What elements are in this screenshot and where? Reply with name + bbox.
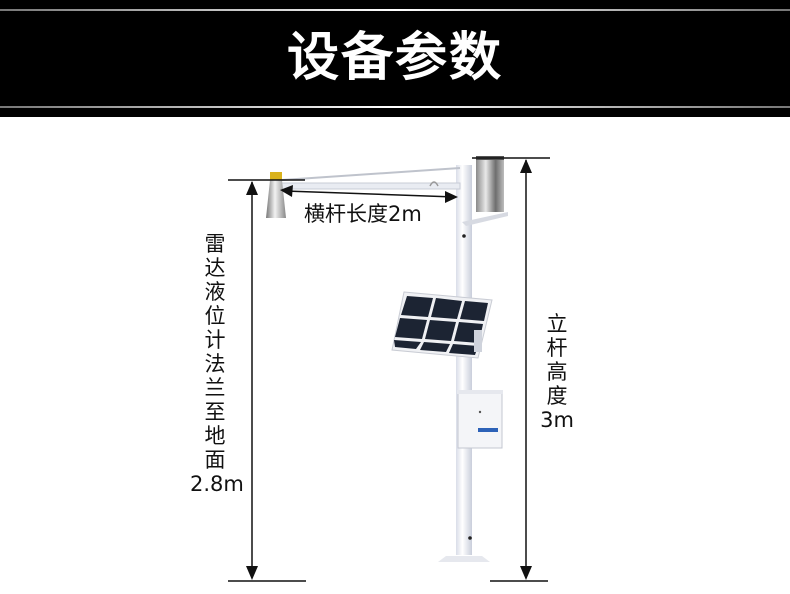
banner-top-rule: [0, 9, 790, 11]
solar-panel: [391, 291, 493, 359]
label-char: 杆: [546, 336, 568, 360]
radar-height-value: 2.8m: [190, 472, 244, 496]
pole: [438, 165, 490, 562]
label-char: 位: [204, 304, 226, 328]
page-title: 设备参数: [286, 28, 503, 88]
crossbar-length-label: 横杆长度2m: [304, 202, 422, 226]
label-char: 地: [204, 424, 226, 448]
label-char: 面: [204, 448, 226, 472]
label-char: 计: [204, 328, 226, 352]
banner-bottom-rule: [0, 106, 790, 108]
label-char: 达: [204, 256, 226, 280]
rain-gauge: [462, 156, 508, 226]
label-char: 法: [204, 352, 226, 376]
label-char: 至: [204, 400, 226, 424]
radar-height-dimension: [228, 179, 306, 582]
header-banner: 设备参数: [0, 0, 790, 117]
pole-height-dimension: [472, 157, 550, 582]
label-char: 高: [546, 360, 568, 384]
control-box: [457, 390, 503, 449]
label-char: 雷: [204, 232, 226, 256]
radar-height-label: 雷 达 液 位 计 法 兰 至 地 面 2.8m: [190, 232, 244, 496]
label-char: 液: [204, 280, 226, 304]
label-char: 兰: [204, 376, 226, 400]
crossbar-length-dimension: [280, 185, 458, 203]
label-char: 立: [546, 312, 568, 336]
radar-level-gauge: [266, 172, 286, 218]
pole-height-value: 3m: [540, 408, 574, 432]
label-char: 度: [546, 384, 568, 408]
pole-height-label: 立 杆 高 度 3m: [532, 312, 582, 432]
